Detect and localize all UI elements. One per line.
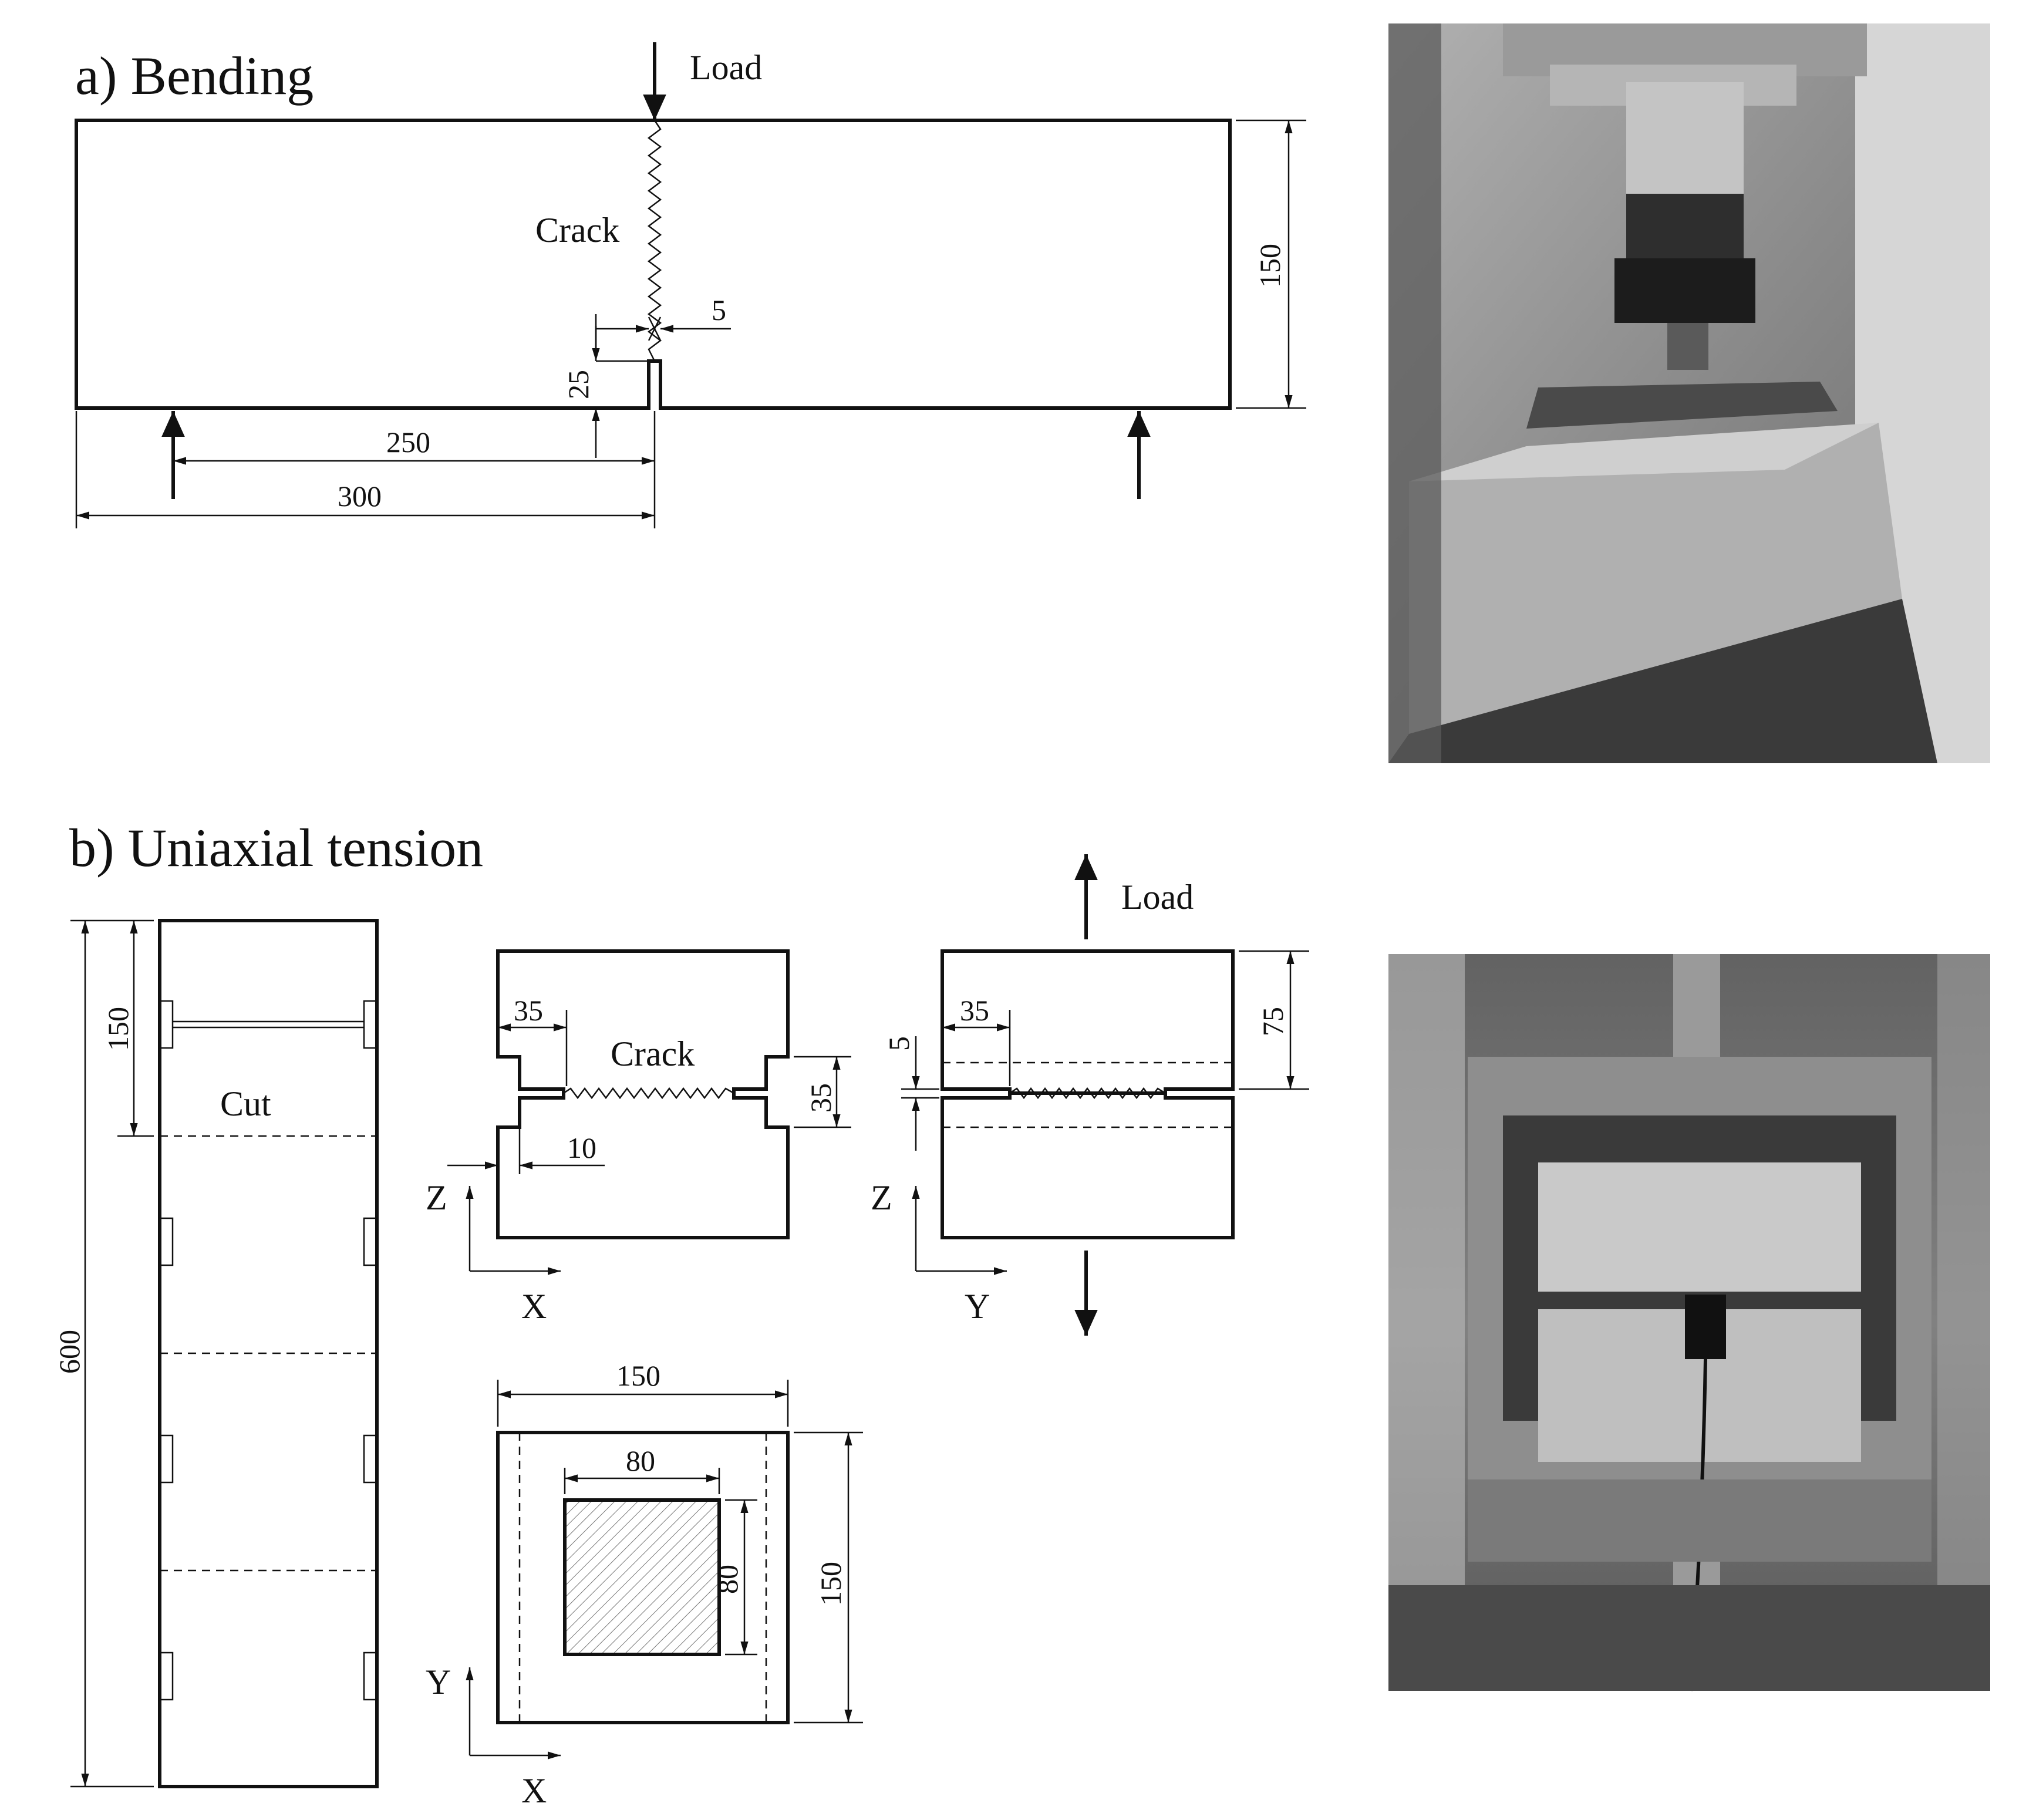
specimen-xz-crack-label: Crack — [611, 1034, 695, 1073]
panel-b-uniaxial-tension: b) Uniaxial tension Cut 600 — [53, 818, 1309, 1810]
specimen-xz-view: Crack 35 35 10 Z X — [426, 949, 851, 1326]
panel-b-title: b) Uniaxial tension — [69, 818, 483, 878]
xz-notch-depth-label: 10 — [567, 1131, 596, 1164]
bending-test-photo — [1388, 23, 1990, 763]
cs-width-label: 150 — [616, 1359, 660, 1392]
bending-notch-depth-label: 25 — [562, 370, 595, 399]
panel-a-title: a) Bending — [75, 46, 314, 106]
specimen-yz-crack — [1009, 1087, 1166, 1100]
bending-crack-tip-mark — [648, 316, 662, 341]
specimen-yz-view: Load 35 5 75 Z Y — [871, 854, 1309, 1336]
bending-half-length-label: 300 — [338, 480, 382, 513]
bending-load-label: Load — [690, 48, 762, 87]
bending-half-span-label: 250 — [386, 426, 430, 459]
cross-section-core — [563, 1498, 721, 1656]
cs-height-label: 150 — [814, 1562, 847, 1606]
cs-axis-y-label: Y — [426, 1663, 451, 1701]
yz-load-label: Load — [1121, 878, 1194, 916]
xz-axis-x-label: X — [521, 1287, 547, 1326]
specimen-xz-outline — [496, 949, 790, 1239]
bending-height-label: 150 — [1253, 244, 1286, 288]
cs-core-height-label: 80 — [711, 1565, 744, 1594]
cs-core-width-label: 80 — [626, 1444, 655, 1477]
prism-length-label: 600 — [53, 1330, 86, 1374]
panel-a-bending: a) Bending Load Crack 5 25 150 250 — [75, 42, 1306, 528]
prism-cut-label: Cut — [220, 1084, 271, 1123]
yz-axis-z-label: Z — [871, 1178, 892, 1217]
yz-notch-y-label: 35 — [960, 994, 989, 1027]
specimen-yz-lower — [941, 1091, 1235, 1239]
yz-half-height-label: 75 — [1256, 1007, 1289, 1036]
yz-gap-label: 5 — [882, 1036, 915, 1051]
bending-crack-label: Crack — [535, 211, 619, 250]
yz-axis-y-label: Y — [965, 1287, 990, 1326]
cs-axis-x-label: X — [521, 1771, 547, 1810]
xz-notch-height-label: 35 — [804, 1083, 837, 1113]
tension-test-photo — [1388, 954, 1990, 1691]
specimen-cross-section: 150 80 80 150 Y X — [426, 1359, 863, 1810]
specimen-xz-crack — [563, 1087, 734, 1100]
xz-notch-x-label: 35 — [514, 994, 543, 1027]
prism-cut-length-label: 150 — [102, 1007, 134, 1051]
tall-prism: Cut 600 150 — [53, 919, 379, 1788]
bending-notch-width-label: 5 — [712, 294, 726, 326]
xz-axis-z-label: Z — [426, 1178, 447, 1217]
cross-section-outline — [496, 1431, 790, 1724]
bending-crack-line — [647, 120, 662, 362]
bending-beam-outline — [75, 119, 1232, 410]
prism-notches — [159, 1000, 378, 1701]
